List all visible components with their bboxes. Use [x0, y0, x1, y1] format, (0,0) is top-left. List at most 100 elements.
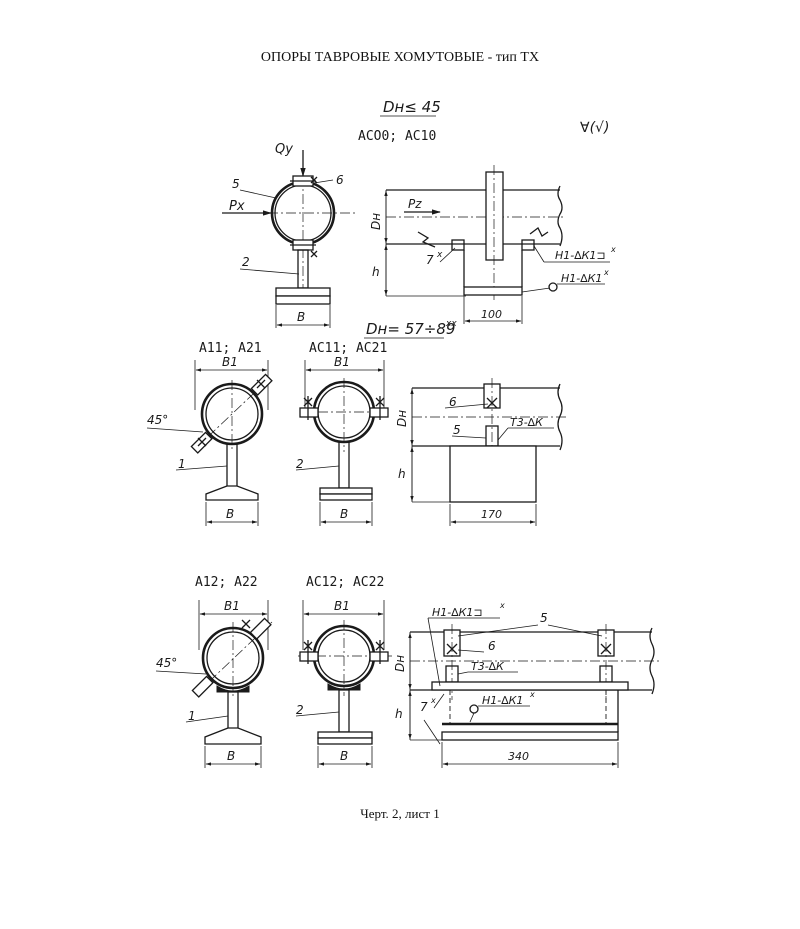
middle-side-view: Dн h 6 5 Т3-∆К 170: [395, 378, 566, 526]
b1-label: B1: [222, 355, 238, 369]
bolt-left: [303, 396, 313, 420]
weld-upper-label: Н1-∆К1⊐: [432, 606, 483, 619]
dim-len-label: 170: [481, 508, 502, 521]
pos-5-label: 5: [540, 611, 548, 625]
clamp-lug-right: [369, 407, 389, 418]
pos-5-leader-left: [457, 624, 539, 637]
lug-right: [521, 239, 535, 251]
middle-left-variants: А11; А21: [199, 341, 262, 356]
pos-5-leader: [451, 435, 487, 439]
pipe-break-line: [557, 185, 563, 247]
tee-flange: [441, 731, 619, 741]
pos-7-mark: x: [430, 696, 436, 705]
pos-2-label: 2: [242, 255, 250, 269]
load-qy-label: Qy: [275, 142, 293, 157]
base-plate: [275, 295, 331, 305]
angle-label: 45°: [147, 413, 168, 427]
post: [226, 443, 238, 489]
weld-mark-upper: [256, 379, 266, 389]
middle-diameter-heading: Dн= 57÷89: [366, 320, 455, 338]
bottom-left-view: B1 45° 1 B: [155, 599, 273, 768]
top-side-view: Dн h Pz 7 x Н1-∆К1⊐ x Н1-∆К1 x 100: [369, 165, 616, 324]
pipe-break-right: [529, 227, 549, 237]
post: [227, 691, 239, 731]
base-flange: [275, 287, 331, 297]
load-px-label: Px: [229, 199, 245, 214]
weld-mark-upper: [241, 619, 251, 629]
sheet-title: ОПОРЫ ТАВРОВЫЕ ХОМУТОВЫЕ - тип ТХ: [260, 50, 540, 65]
bottom-right-view: B1 2 B: [295, 599, 392, 768]
cradle: [216, 685, 250, 693]
b-label: B: [340, 507, 348, 521]
dim-b-label: B: [297, 310, 305, 324]
dim-h-label: h: [398, 467, 406, 481]
pos-6-leader: [313, 179, 334, 184]
pipe-break-line: [557, 383, 563, 451]
top-section: Dн≤ 45 АСО0; АС10 ∀(√) Qy Px 5: [222, 98, 616, 328]
dim-len-label: 340: [508, 750, 529, 763]
middle-section: Dн= 57÷89 xx А11; А21 АС11; АС21 B1 45° …: [146, 319, 566, 526]
pos-7-label: 7: [426, 253, 434, 267]
dim-dn-label: Dн: [395, 410, 409, 427]
pos-6-label: 6: [449, 395, 457, 409]
dim-dn-label: Dн: [393, 655, 407, 672]
base-leader: [423, 719, 441, 745]
weld-mark-lower: [197, 437, 207, 447]
dim-dn-label: Dн: [369, 213, 383, 230]
pos-5-label: 5: [453, 423, 461, 437]
pos-1-leader: [175, 465, 228, 471]
b-label: B: [227, 749, 235, 763]
tee-base: [205, 485, 259, 501]
pos-7-label: 7: [420, 700, 428, 714]
pos-6-label: 6: [488, 639, 496, 653]
bottom-side-view: Dн h Н1-∆К1⊐ x 5 6 Т3-∆К 7 x: [393, 601, 660, 768]
pos-2-leader: [295, 465, 340, 471]
pos-1-label: 1: [178, 457, 186, 471]
pos-7-leader: [439, 247, 456, 263]
base-plate: [317, 737, 373, 745]
pos-5-leader: [239, 189, 277, 199]
weld-middle-label: Т3-∆К: [471, 660, 505, 673]
tee-flange: [463, 286, 523, 296]
clamp-lug-upper: [249, 617, 272, 640]
weld-label: Т3-∆К: [510, 416, 544, 429]
base-plate: [319, 493, 373, 501]
weld-upper-mark: x: [499, 601, 505, 610]
weld-lower-mark: x: [529, 690, 535, 699]
bolt-left: [303, 640, 313, 664]
weld-upper-label: Н1-∆К1⊐: [555, 249, 606, 262]
middle-right-variants: АС11; АС21: [309, 341, 387, 356]
top-diameter-heading: Dн≤ 45: [383, 98, 441, 116]
weld-lower-circle: [548, 282, 558, 292]
angle-label: 45°: [156, 656, 177, 670]
pos-6-label: 6: [336, 173, 344, 187]
pos-7-leader: [433, 693, 445, 709]
pipe-break-line: [649, 627, 655, 695]
b-label: B: [226, 507, 234, 521]
middle-diameter-mark: xx: [445, 319, 457, 329]
bottom-right-variants: АС12; АС22: [306, 575, 384, 590]
tee-base: [204, 727, 262, 745]
pos-7-mark: x: [436, 250, 443, 260]
weld-lower-label: Н1-∆К1: [482, 694, 523, 707]
pos-5-label: 5: [232, 177, 240, 191]
weld-middle-leader: [457, 671, 469, 675]
weld-upper-mark: x: [610, 245, 616, 254]
sheet-footer: Черт. 2, лист 1: [360, 806, 440, 821]
b1-label: B1: [334, 599, 350, 613]
weld-lower-label: Н1-∆К1: [561, 272, 602, 285]
weld-lower-circle: [469, 704, 479, 714]
post: [338, 441, 350, 489]
cradle: [327, 683, 361, 691]
middle-right-view: B1 2 B: [295, 355, 390, 526]
pos-2-leader: [295, 711, 340, 717]
base-flange: [317, 731, 373, 739]
pipe-break-left: [417, 231, 436, 248]
dim-h-label: h: [372, 265, 380, 279]
weld-mark-bottom: [310, 250, 318, 258]
pos-2-label: 2: [296, 703, 304, 717]
middle-left-view: B1 45° 1 B: [146, 355, 273, 526]
clamp-lug-lower: [191, 675, 214, 698]
pos-6-leader: [457, 649, 485, 653]
